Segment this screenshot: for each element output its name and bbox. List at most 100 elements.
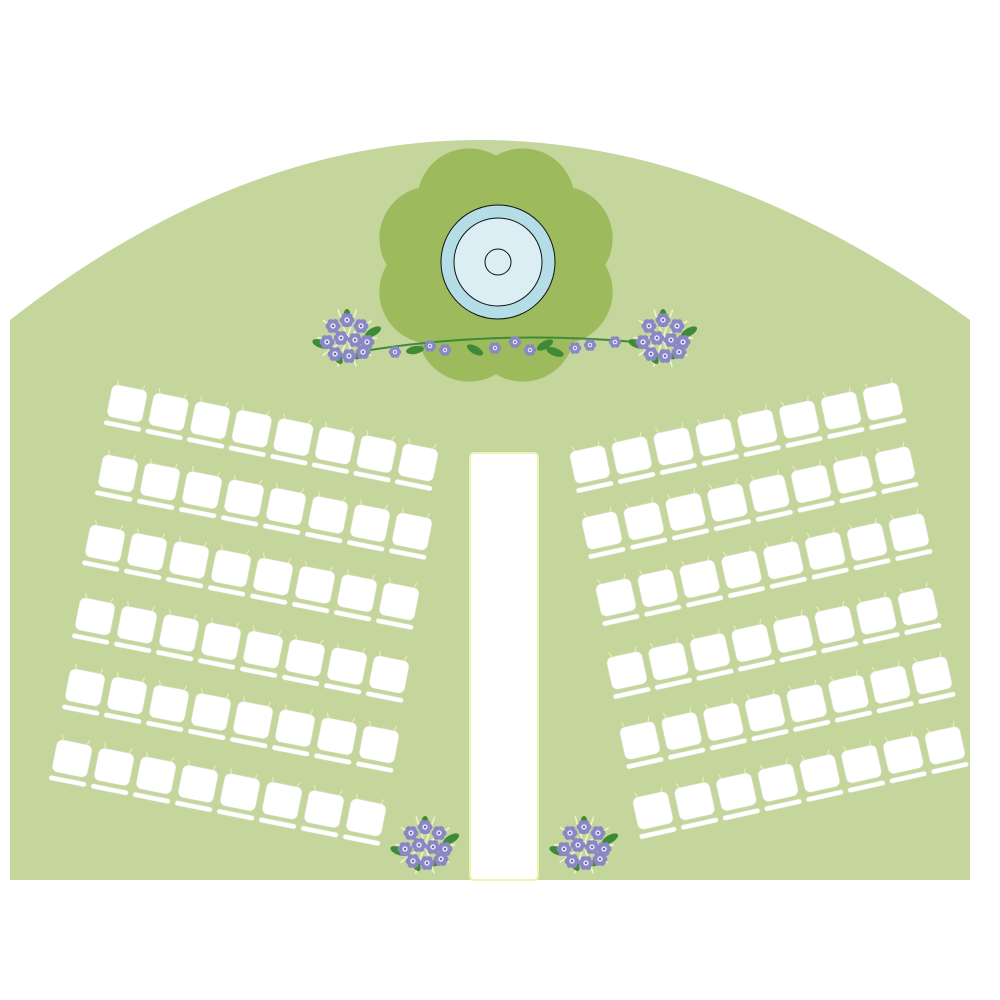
- chair-seat: [356, 435, 397, 474]
- chair-seat: [294, 566, 336, 604]
- flower-pistil: [584, 861, 588, 865]
- chair-mark: [141, 384, 146, 390]
- chair-bar: [304, 531, 343, 544]
- chair-bar: [220, 514, 259, 527]
- chair-seat: [252, 557, 294, 596]
- chair-icon: [648, 637, 693, 691]
- chair-icon: [731, 618, 776, 672]
- chair-seat: [135, 756, 177, 795]
- chair-mark: [800, 609, 803, 616]
- chair-seat: [790, 464, 832, 504]
- chair-icon: [772, 609, 818, 663]
- chair-bar: [145, 720, 184, 733]
- chair-mark: [183, 685, 188, 691]
- chair-bar: [178, 506, 217, 519]
- chair-mark: [174, 463, 179, 469]
- chair-seat: [772, 614, 814, 654]
- flower-pistil: [562, 847, 566, 851]
- chair-mark: [856, 669, 858, 676]
- chair-icon: [394, 438, 439, 492]
- leaf: [601, 833, 619, 845]
- chair-mark: [776, 469, 779, 475]
- chair-mark: [117, 379, 120, 386]
- flower-bouquet-icon: [312, 309, 460, 874]
- chair-icon: [716, 767, 761, 821]
- chair-seat: [856, 596, 897, 635]
- chair-seat: [695, 418, 736, 457]
- chair-seat: [778, 400, 820, 439]
- chair-icon: [291, 561, 336, 614]
- chair-seat: [307, 496, 349, 534]
- chair-icon: [123, 527, 168, 581]
- chair-mark: [314, 785, 317, 791]
- chair-bar: [894, 548, 933, 562]
- chair-bar: [48, 775, 87, 788]
- chair-seat: [653, 427, 694, 466]
- chair-icon: [186, 396, 231, 449]
- chair-seat: [158, 614, 200, 653]
- chair-bar: [601, 613, 640, 627]
- chair-mark: [609, 506, 612, 512]
- chair-mark: [384, 504, 389, 510]
- chair-seat: [814, 605, 856, 644]
- chair-mark: [216, 471, 221, 477]
- chair-bar: [792, 719, 831, 733]
- chair-mark: [708, 484, 713, 490]
- chair-mark: [689, 707, 692, 713]
- flower-pistil: [602, 847, 606, 851]
- chair-mark: [379, 650, 382, 657]
- chair-bar: [262, 523, 301, 536]
- chair-seat: [51, 739, 93, 778]
- chair-mark: [816, 606, 820, 612]
- chair-icon: [637, 564, 682, 618]
- chair-icon: [187, 688, 232, 741]
- chair-mark: [848, 523, 853, 529]
- chair-mark: [787, 685, 792, 691]
- chair-icon: [94, 449, 139, 503]
- chair-icon: [174, 759, 219, 813]
- chair-bar: [165, 576, 204, 589]
- chair-bar: [853, 557, 891, 571]
- chair-mark: [764, 542, 769, 548]
- chair-icon: [763, 536, 808, 590]
- chair-icon: [228, 404, 272, 458]
- leaf: [442, 833, 460, 845]
- chair-bar: [826, 426, 865, 440]
- chair-mark: [402, 507, 405, 514]
- chair-bar: [103, 712, 142, 725]
- chair-mark: [696, 419, 701, 425]
- flower-pistil: [663, 354, 667, 358]
- chair-mark: [583, 512, 588, 518]
- chair-seat: [632, 791, 674, 830]
- flower-pistil: [589, 344, 591, 346]
- chair-seat: [107, 676, 148, 715]
- chair-mark: [639, 569, 643, 575]
- chair-seat: [326, 647, 368, 686]
- chair-bar: [375, 618, 414, 631]
- chair-mark: [366, 430, 369, 436]
- chair-seat: [846, 522, 888, 561]
- chair-mark: [666, 493, 671, 499]
- chair-mark: [654, 428, 659, 434]
- chair-bar: [94, 490, 133, 503]
- chair-seat: [874, 446, 916, 485]
- chair-mark: [287, 557, 292, 564]
- chair-bar: [680, 817, 719, 831]
- chair-icon: [695, 413, 740, 467]
- chair-bar: [638, 826, 677, 840]
- chair-mark: [284, 704, 287, 710]
- chair-mark: [834, 456, 839, 462]
- chair-icon: [665, 487, 710, 541]
- flower-pistil: [649, 352, 653, 356]
- chair-mark: [806, 395, 809, 401]
- chair-bar: [755, 509, 794, 523]
- chair-bar: [123, 568, 162, 581]
- chair-mark: [150, 457, 153, 464]
- chair-bar: [269, 453, 308, 466]
- chair-icon: [48, 734, 93, 788]
- chair-seat: [148, 392, 189, 431]
- flower-pistil: [568, 831, 572, 835]
- chair-seat: [786, 684, 828, 723]
- flower-pistil: [677, 350, 681, 354]
